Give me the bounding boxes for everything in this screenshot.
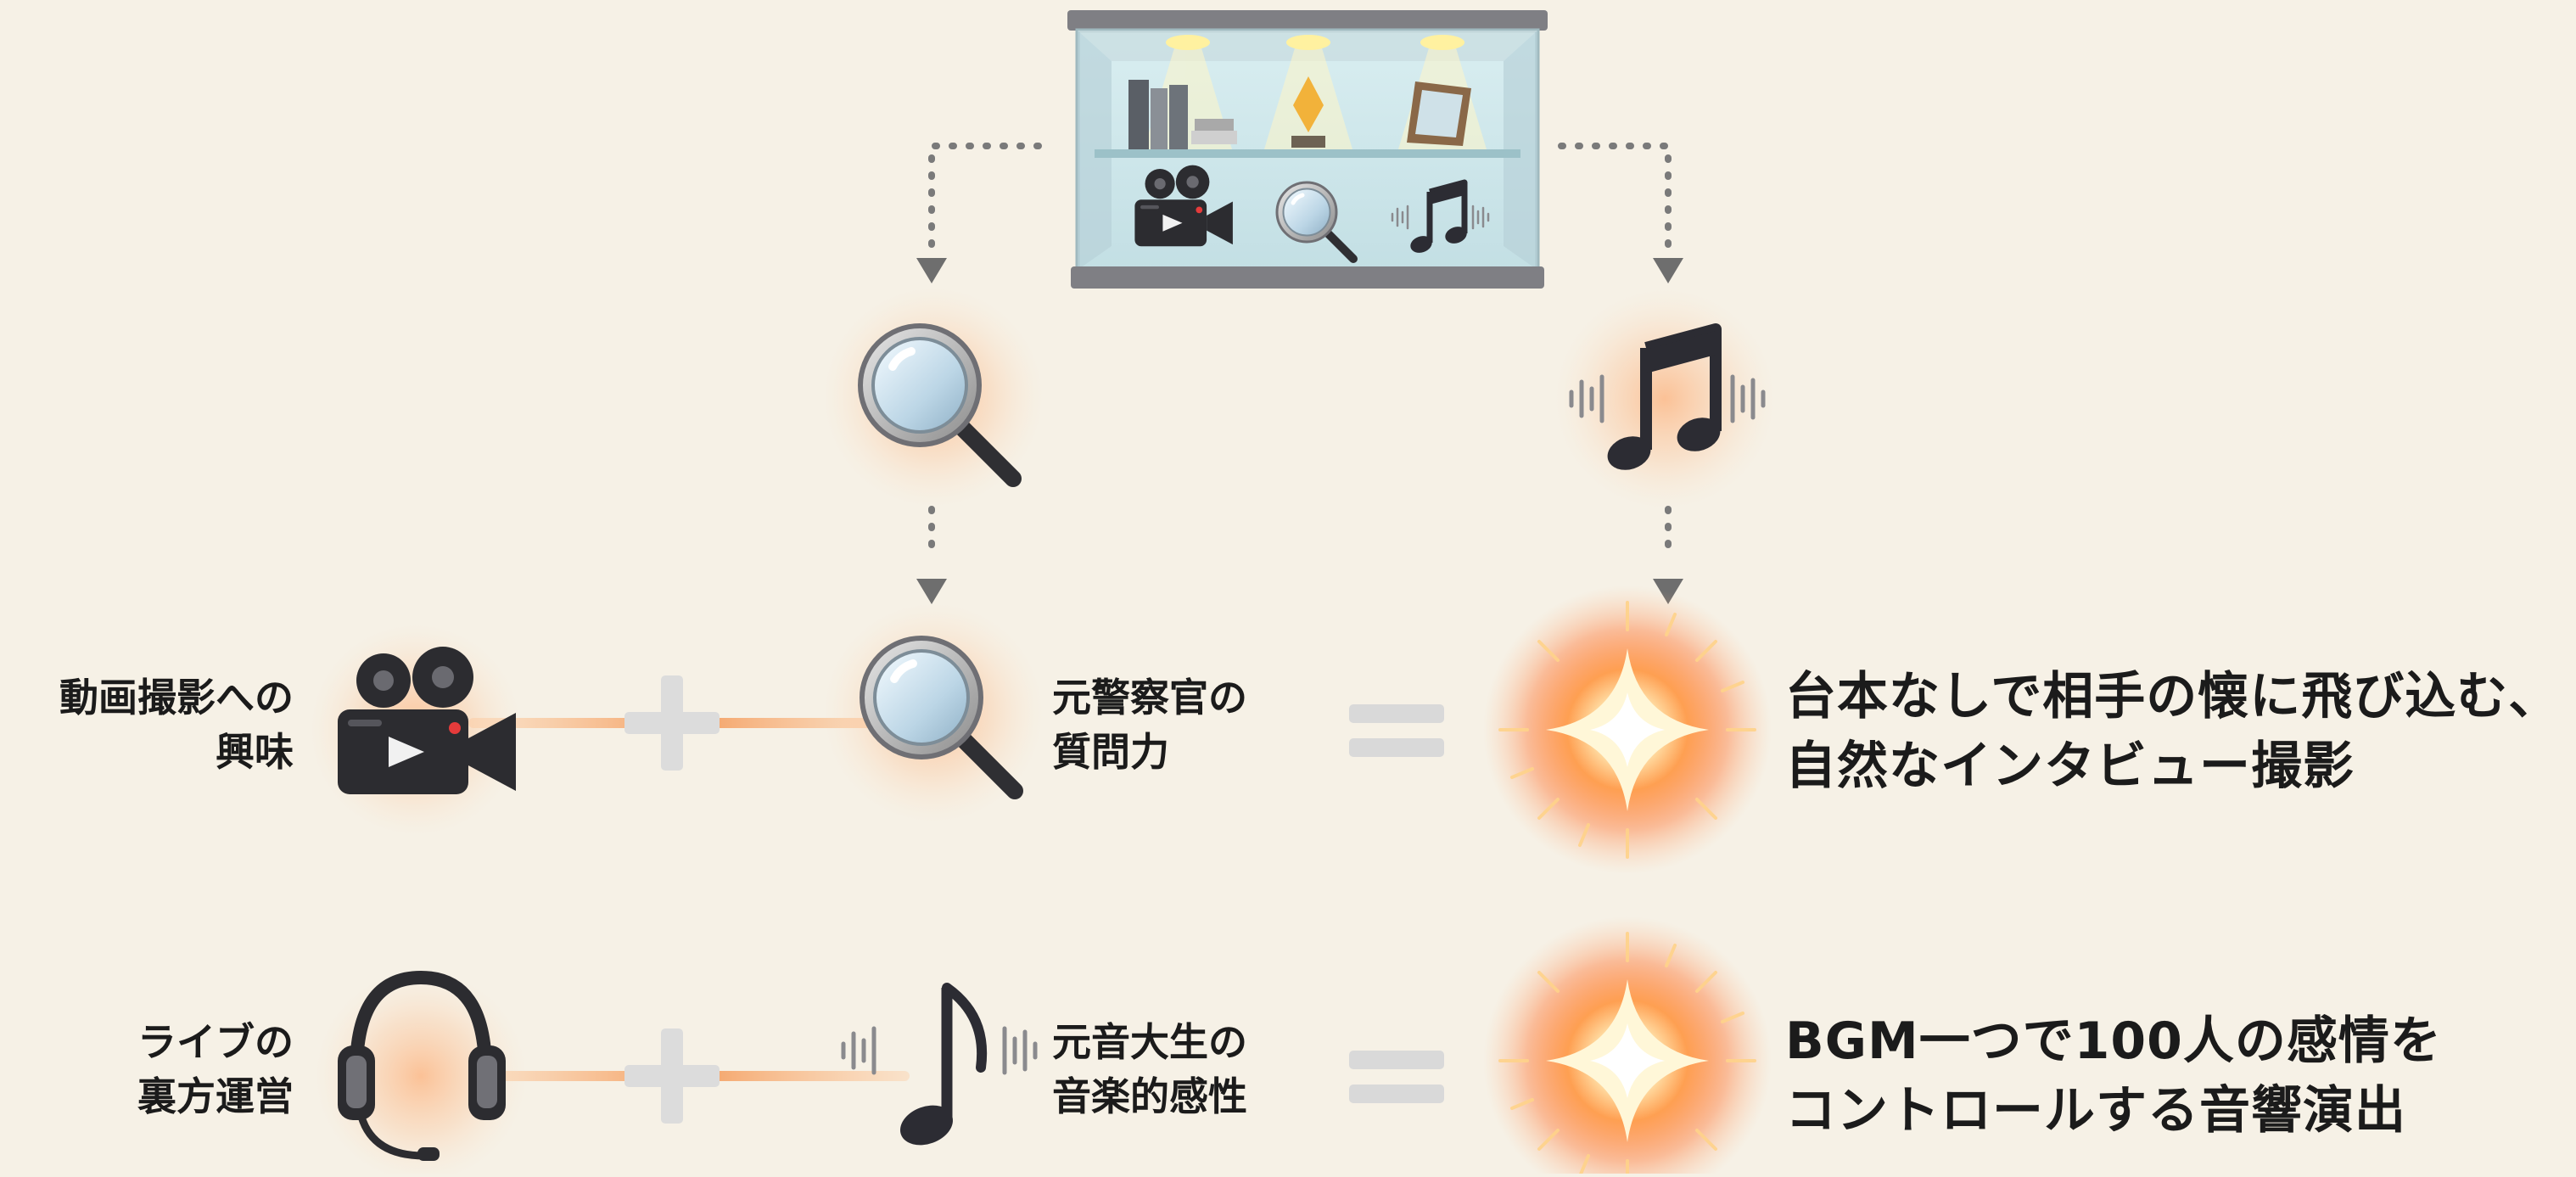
video-camera-icon	[310, 624, 522, 836]
trophy-icon	[1291, 76, 1325, 148]
row-2-partner-label: 元音大生の 音楽的感性	[1052, 1019, 1247, 1119]
row-1-equation	[310, 586, 1772, 874]
equals-operator	[1349, 1051, 1444, 1103]
row-2-result-text: BGM一つで100人の感情を コントロールする音響演出	[1785, 1012, 2442, 1141]
magnifying-glass-icon	[823, 603, 1044, 823]
branch-arrow-left	[916, 143, 1042, 283]
headset-icon	[315, 970, 527, 1177]
sparkle-burst-icon	[1483, 916, 1772, 1177]
magnifying-glass-icon	[823, 287, 1044, 507]
books-icon	[1128, 80, 1237, 149]
down-arrow-left	[916, 506, 947, 604]
row-1-partner-label: 元警察官の 質問力	[1052, 675, 1247, 775]
equals-operator	[1349, 704, 1444, 757]
display-case-icon	[1067, 10, 1548, 289]
sparkle-burst-icon	[1483, 586, 1772, 874]
plus-operator	[624, 675, 720, 771]
row-2-equation	[315, 916, 1772, 1177]
row-1-result-text: 台本なしで相手の懐に飛び込む、 自然なインタビュー撮影	[1785, 667, 2561, 796]
music-note-icon	[843, 983, 1035, 1146]
picture-frame-icon	[1407, 81, 1471, 146]
row-1-skill-label: 動画撮影への 興味	[59, 675, 294, 775]
plus-operator	[624, 1028, 720, 1124]
branch-arrow-right	[1558, 143, 1683, 283]
row-2-skill-label: ライブの 裏方運営	[137, 1019, 294, 1119]
music-note-icon	[1554, 289, 1775, 509]
